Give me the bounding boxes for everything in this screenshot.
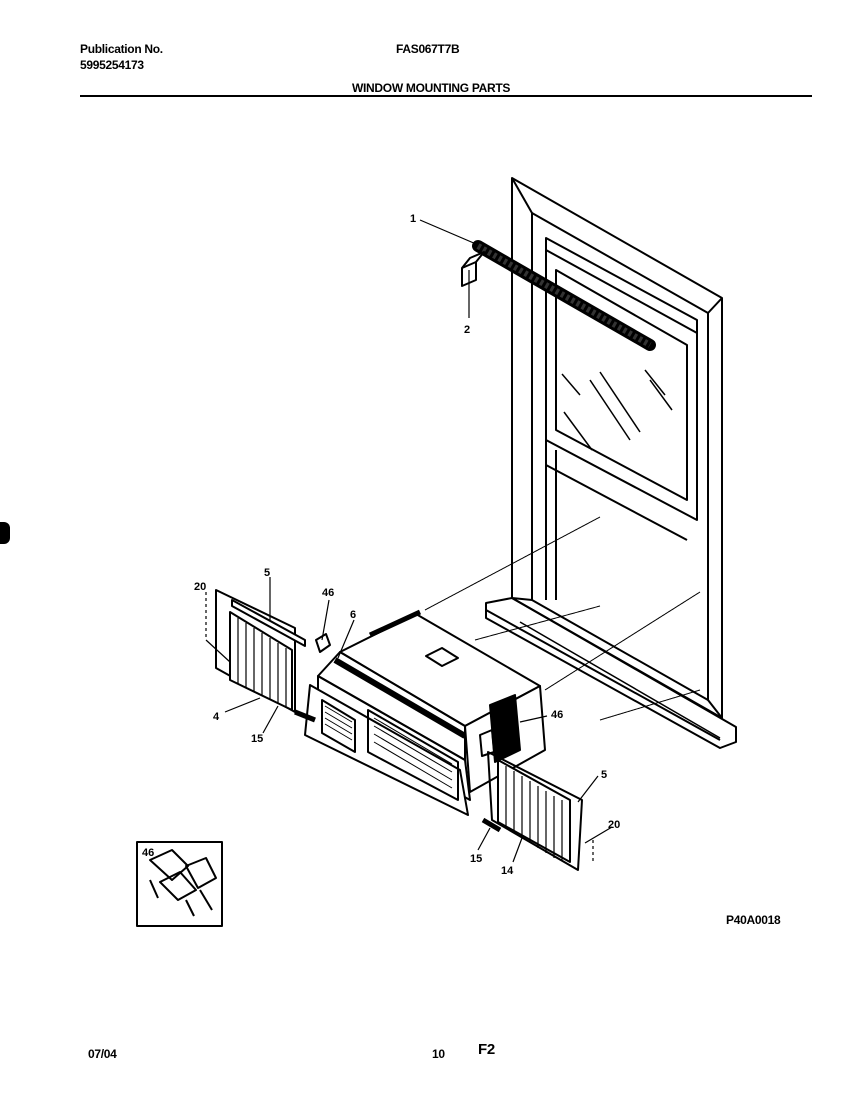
figure-id: P40A0018: [726, 913, 781, 927]
footer-page-code: F2: [478, 1041, 495, 1058]
callout-1: 1: [410, 213, 416, 225]
window-sill: [485, 597, 737, 749]
inset-detail-46: [136, 841, 223, 927]
callout-46-inset: 46: [142, 847, 154, 859]
window-frame: [511, 177, 723, 719]
callout-2: 2: [464, 324, 470, 336]
publication-number: 5995254173: [80, 58, 144, 72]
right-side-curtain: [481, 751, 583, 871]
callout-15-left: 15: [251, 733, 263, 745]
callout-5-right: 5: [601, 769, 607, 781]
foam-seal-strip: [472, 240, 656, 351]
publication-label: Publication No.: [80, 42, 163, 56]
callout-5-left: 5: [264, 567, 270, 579]
footer-page-number: 10: [432, 1047, 445, 1061]
footer-date: 07/04: [88, 1047, 117, 1061]
callout-15-right: 15: [470, 853, 482, 865]
callout-20-right: 20: [608, 819, 620, 831]
right-retainer: [479, 694, 521, 763]
section-title: WINDOW MOUNTING PARTS: [352, 81, 511, 95]
callout-46-right: 46: [551, 709, 563, 721]
air-conditioner-cabinet: [304, 609, 546, 816]
lower-sash: [545, 440, 688, 600]
callout-14: 14: [501, 865, 514, 877]
callout-20-left: 20: [194, 581, 206, 593]
callout-6: 6: [350, 609, 356, 621]
page-edge-mark: [0, 522, 10, 544]
model-number: FAS067T7B: [396, 42, 460, 56]
callout-4: 4: [213, 711, 220, 723]
header-rule: [80, 95, 812, 97]
upper-sash: [545, 237, 698, 521]
callout-46-top: 46: [322, 587, 334, 599]
left-side-curtain: [215, 589, 316, 723]
mounting-bracket: [461, 251, 485, 318]
